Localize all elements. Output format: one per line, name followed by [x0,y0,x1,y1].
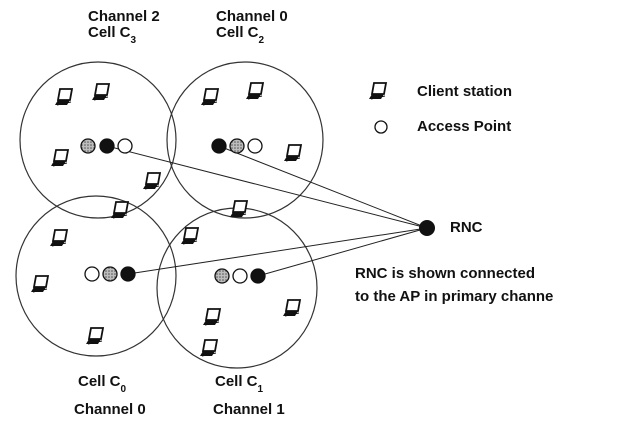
cell-c2-channel: Channel 0 [216,8,288,25]
laptop-icon [180,227,199,245]
ap-filled [120,266,136,282]
cell-c3-channel: Channel 2 [88,8,160,25]
laptop-icon [49,229,68,247]
cell-c1-channel: Channel 1 [213,401,285,418]
laptop-icon [200,88,219,106]
laptop-icon [91,83,110,101]
cell-c3-name: Cell C3 [88,24,137,47]
ap-cluster-c0 [84,266,136,282]
cell-c1-name: Cell C1 [215,373,264,396]
rnc-note-line1: RNC is shown connected [355,265,536,282]
ap-hatched [80,138,96,154]
ap-open [232,268,248,284]
legend-ap-icon [374,120,388,134]
ap-cluster-c3 [80,138,133,154]
cell-c0-channel: Channel 0 [74,401,146,418]
laptop-icon [229,200,248,218]
laptop-icon [282,299,301,317]
legend-ap-label: Access Point [417,118,512,135]
cell-c3-circle [19,61,177,219]
ap-open [84,266,100,282]
ap-cluster-c2 [211,138,263,154]
rnc-link-c2 [218,145,428,229]
laptop-icon [85,327,104,345]
cell-c0-circle [15,195,177,357]
laptop-icon [283,144,302,162]
cell-c1-circle [156,207,318,369]
rnc-link-c3 [106,145,428,229]
ap-hatched [229,138,245,154]
ap-open [117,138,133,154]
cell-c2-label: Channel 0 Cell C2 [216,9,288,47]
legend-client-label: Client station [417,83,513,100]
laptop-icon [110,201,129,219]
ap-hatched [102,266,118,282]
rnc-note-line2: to the AP in primary channe [355,288,554,305]
laptop-icon [30,275,49,293]
cell-c2-name: Cell C2 [216,24,265,47]
laptop-icon [202,308,221,326]
cell-c2-circle [166,61,324,219]
ap-filled [250,268,266,284]
rnc-links [106,145,428,277]
rnc-link-c0 [127,227,428,275]
ap-cluster-c1 [214,268,266,284]
cell-c0-name: Cell C0 [78,373,127,396]
legend-laptop-icon [368,82,387,100]
ap-filled [99,138,115,154]
laptop-icon [54,88,73,106]
ap-open [247,138,263,154]
ap-hatched [214,268,230,284]
rnc-node [419,220,435,236]
rnc-label: RNC [450,219,483,236]
cell-c3-label: Channel 2 Cell C3 [88,9,160,47]
cell-c0-label: Cell C0 Channel 0 [74,374,146,418]
laptop-icon [142,172,161,190]
ap-filled [211,138,227,154]
cell-c1-label: Cell C1 Channel 1 [213,374,285,418]
rnc-link-c1 [257,227,428,277]
laptop-icon [245,82,264,100]
laptop-icon [199,339,218,357]
laptop-icon [50,149,69,167]
